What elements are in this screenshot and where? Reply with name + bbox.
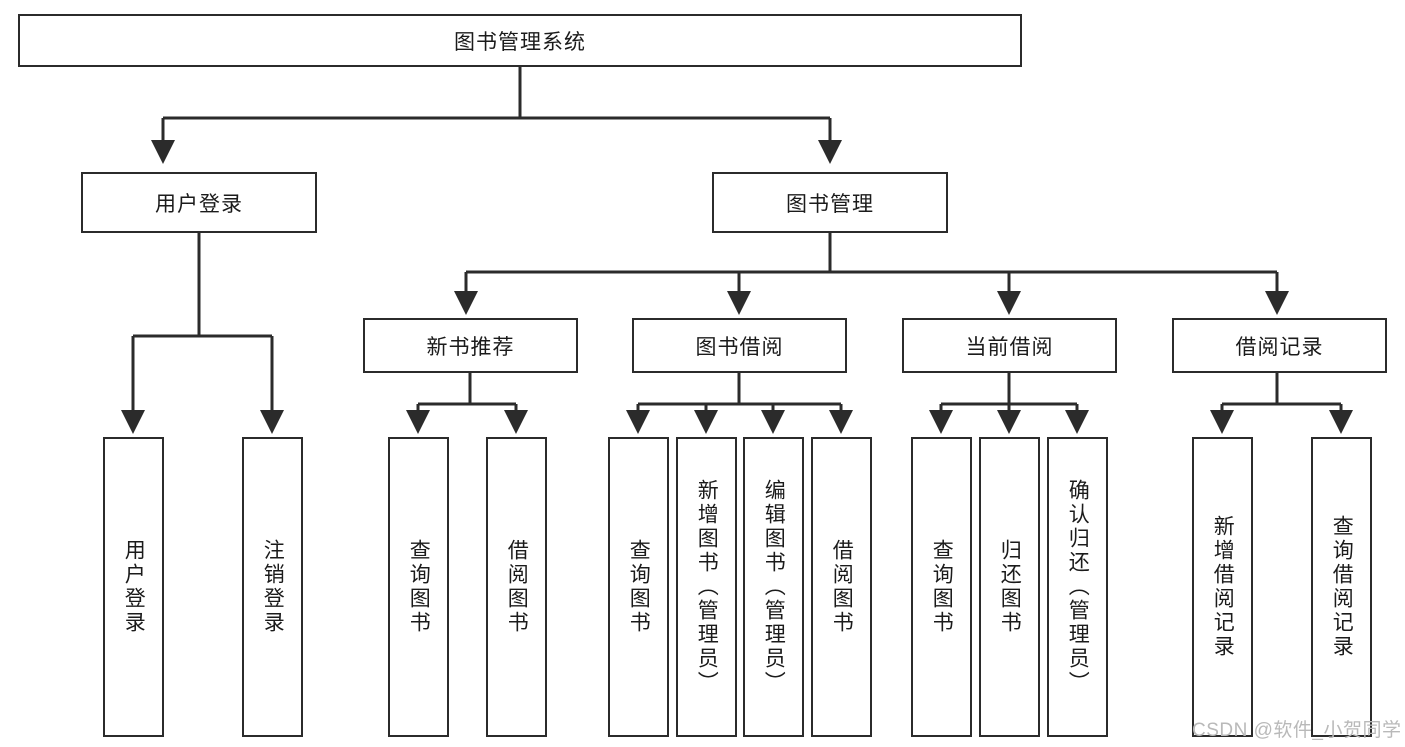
leaf-user-login-logout[interactable]: 注销登录 [242,437,303,737]
leaf-book-borrow-add-book-admin[interactable]: 新增图书（管理员） [676,437,737,737]
leaf-current-borrow-query-book[interactable]: 查询图书 [911,437,972,737]
leaf-user-login-login[interactable]: 用户登录 [103,437,164,737]
node-new-book-recommend[interactable]: 新书推荐 [363,318,578,373]
leaf-book-borrow-edit-book-admin[interactable]: 编辑图书（管理员） [743,437,804,737]
leaf-new-book-query-book[interactable]: 查询图书 [388,437,449,737]
node-label: 查询借阅记录 [1330,515,1354,659]
node-label: 图书管理 [786,192,874,216]
leaf-new-book-borrow-book[interactable]: 借阅图书 [486,437,547,737]
node-label: 查询图书 [930,539,954,635]
leaf-borrow-record-add-record[interactable]: 新增借阅记录 [1192,437,1253,737]
node-label: 图书管理系统 [454,30,586,54]
watermark-text: CSDN @软件_小贺同学 [1192,720,1402,741]
node-root-book-management-system[interactable]: 图书管理系统 [18,14,1022,67]
node-label: 借阅图书 [505,539,529,635]
node-book-borrow[interactable]: 图书借阅 [632,318,847,373]
node-book-management[interactable]: 图书管理 [712,172,948,233]
leaf-book-borrow-borrow-book[interactable]: 借阅图书 [811,437,872,737]
node-label: 新增借阅记录 [1211,515,1235,659]
leaf-book-borrow-query-book[interactable]: 查询图书 [608,437,669,737]
node-label: 当前借阅 [965,335,1054,359]
node-borrow-record[interactable]: 借阅记录 [1172,318,1387,373]
node-label: 借阅图书 [830,539,854,635]
node-label: 新书推荐 [426,335,515,359]
node-label: 借阅记录 [1235,335,1324,359]
node-label: 注销登录 [261,539,285,635]
node-label: 编辑图书（管理员） [762,479,786,695]
node-label: 新增图书（管理员） [695,479,719,695]
node-label: 查询图书 [407,539,431,635]
node-label: 用户登录 [155,192,243,216]
leaf-borrow-record-query-record[interactable]: 查询借阅记录 [1311,437,1372,737]
node-label: 图书借阅 [695,335,784,359]
node-current-borrow[interactable]: 当前借阅 [902,318,1117,373]
node-label: 用户登录 [122,539,146,635]
leaf-current-borrow-confirm-return-admin[interactable]: 确认归还（管理员） [1047,437,1108,737]
node-label: 归还图书 [998,539,1022,635]
node-user-login[interactable]: 用户登录 [81,172,317,233]
node-label: 确认归还（管理员） [1066,479,1090,695]
node-label: 查询图书 [627,539,651,635]
leaf-current-borrow-return-book[interactable]: 归还图书 [979,437,1040,737]
